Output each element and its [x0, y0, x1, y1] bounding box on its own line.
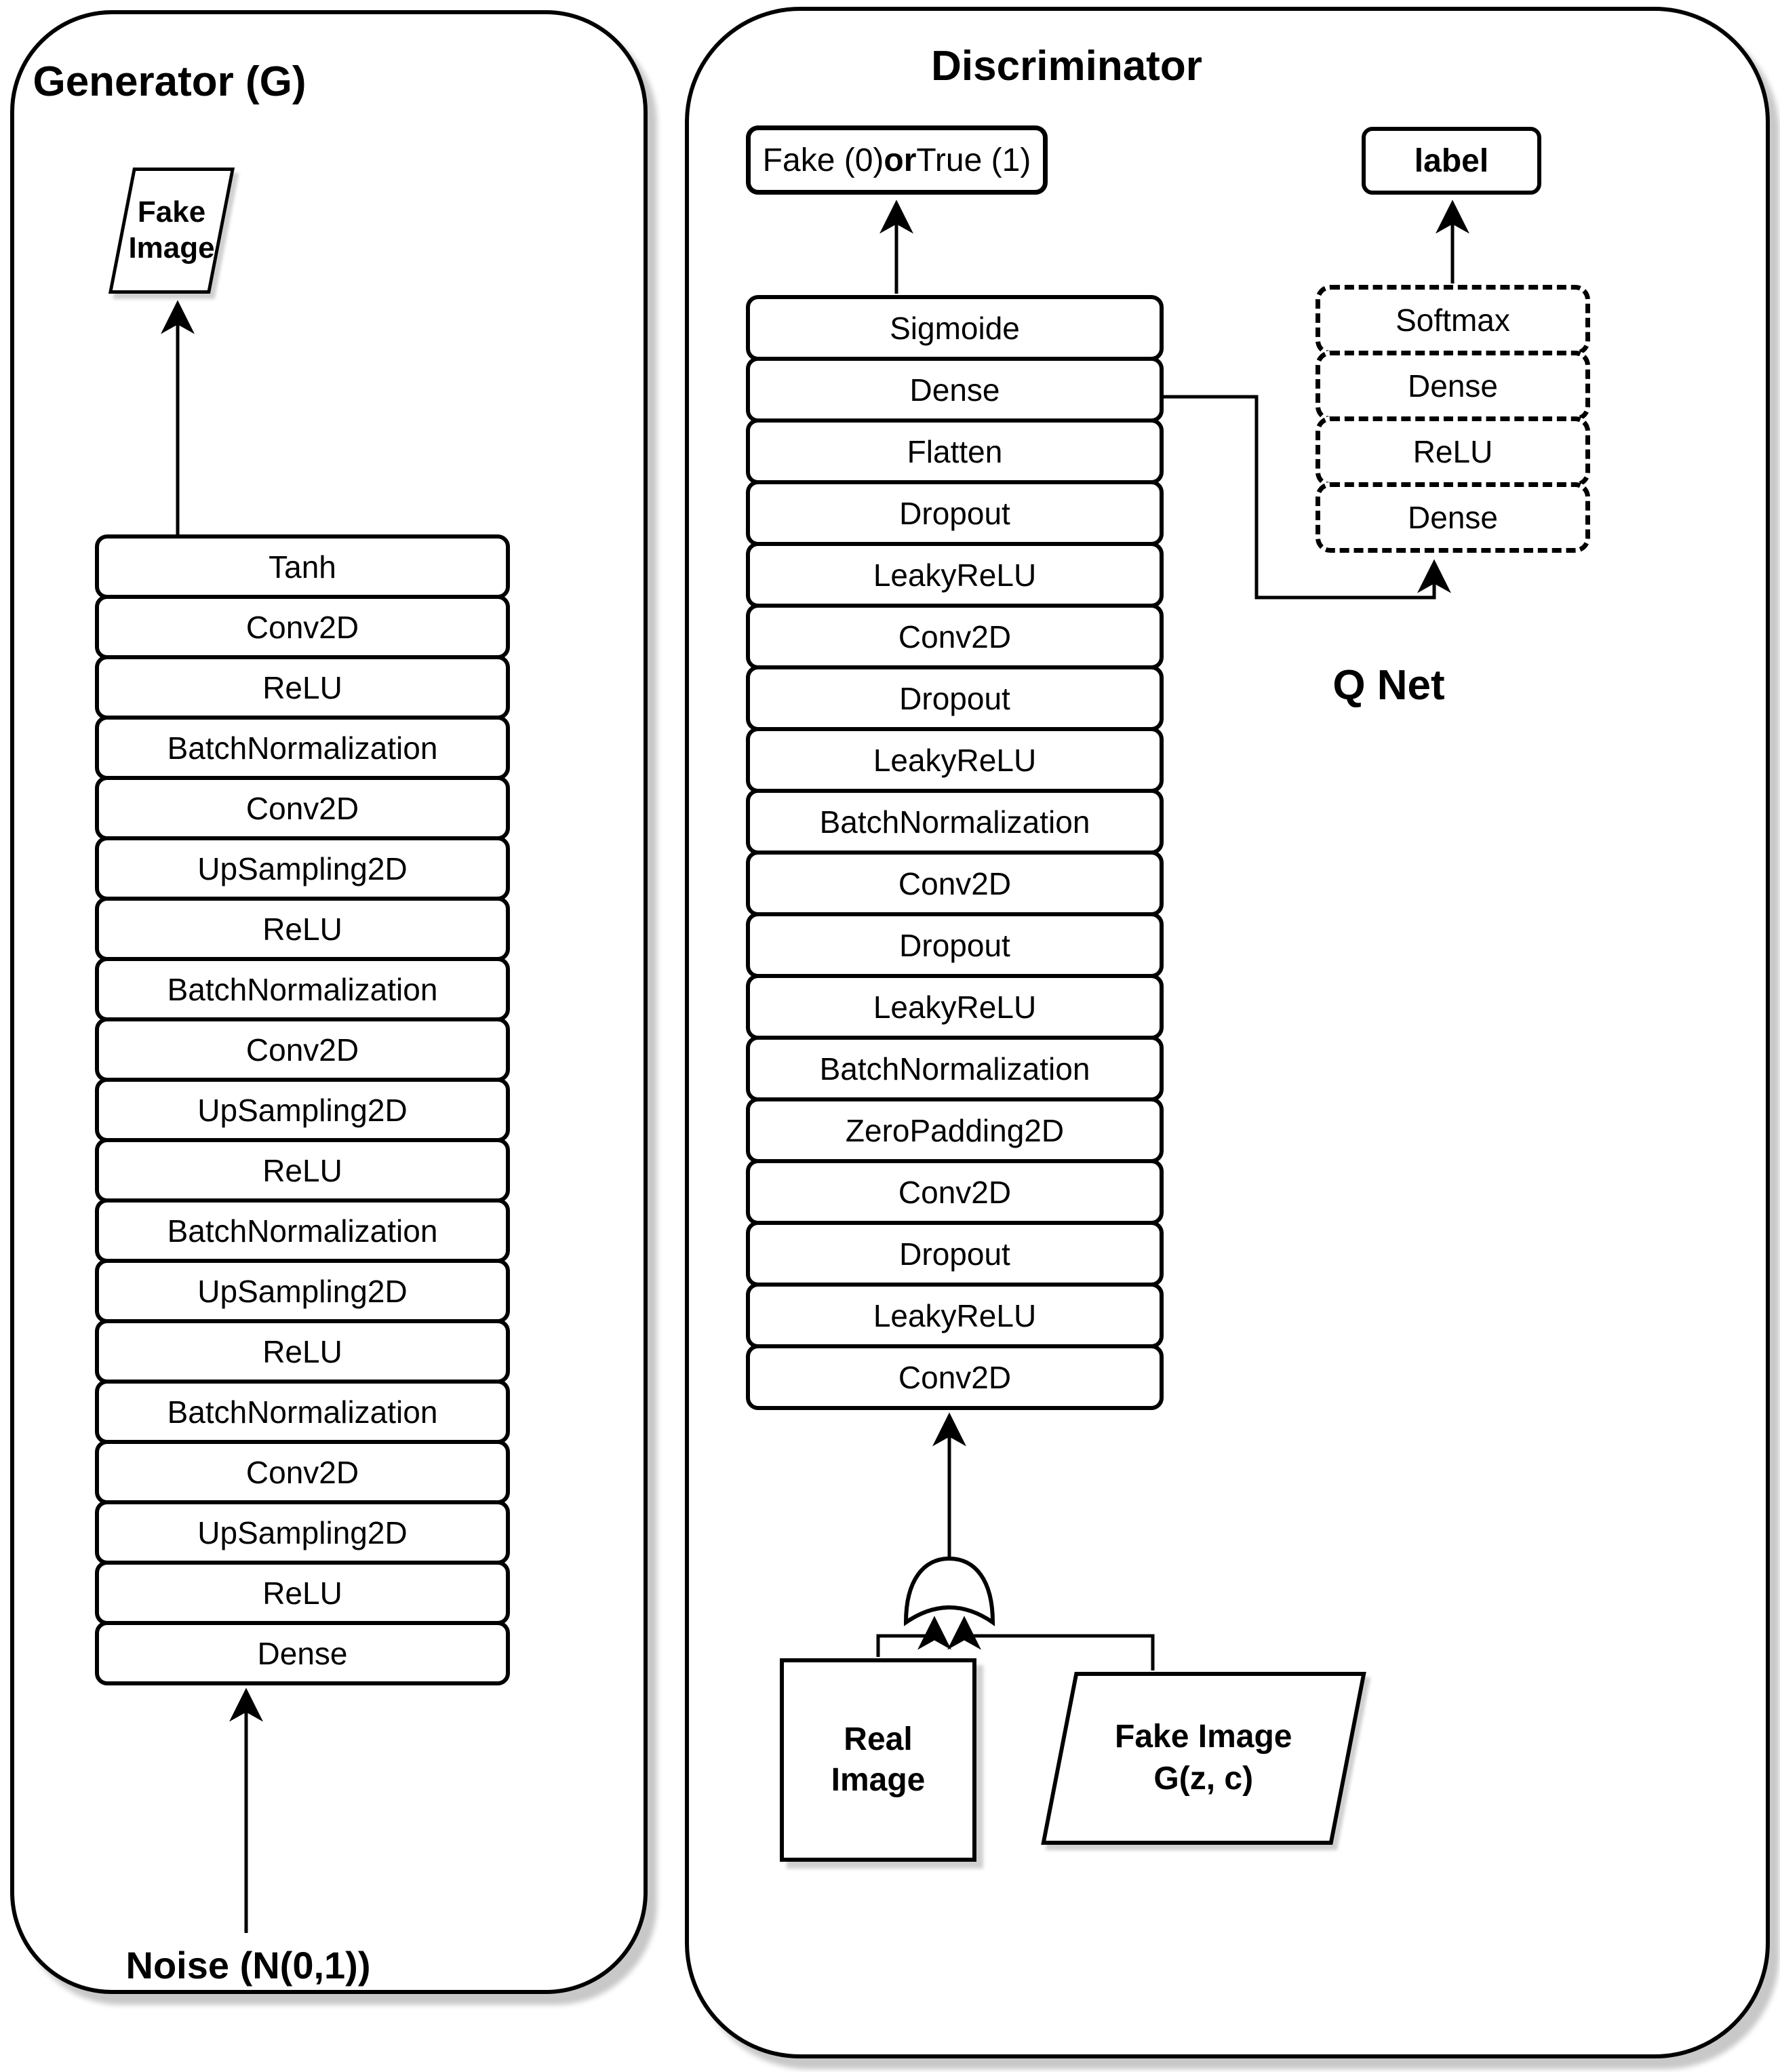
generator-layer-box: ReLU	[95, 1319, 510, 1384]
discriminator-layer-box: Conv2D	[746, 1159, 1164, 1225]
generator-layer-box: ReLU	[95, 1561, 510, 1625]
qnet-layer-box: Softmax	[1316, 285, 1590, 355]
generator-layer-stack: Tanh Conv2D ReLU BatchNormalization Conv…	[95, 534, 510, 1685]
generator-layer-box: UpSampling2D	[95, 1259, 510, 1323]
fake-image-label-line1: Fake Image	[1115, 1719, 1292, 1755]
discriminator-layer-box: Conv2D	[746, 604, 1164, 669]
fake-image-label-line2: G(z, c)	[1153, 1761, 1254, 1797]
real-image-input-box: Real Image	[780, 1658, 976, 1862]
qnet-layer-box: Dense	[1316, 351, 1590, 421]
generator-layer-box: Dense	[95, 1621, 510, 1685]
discriminator-layer-box: Dropout	[746, 480, 1164, 546]
discriminator-layer-box: Conv2D	[746, 851, 1164, 916]
generator-fake-image-label: Fake Image	[128, 195, 215, 265]
generator-layer-box: Conv2D	[95, 1017, 510, 1082]
discriminator-layer-box: LeakyReLU	[746, 542, 1164, 608]
generator-layer-box: Tanh	[95, 534, 510, 599]
generator-layer-box: UpSampling2D	[95, 1500, 510, 1565]
generator-title: Generator (G)	[33, 58, 306, 105]
fake-image-input-label: Fake Image G(z, c)	[1115, 1716, 1292, 1801]
discriminator-output-box: Fake (0) or True (1)	[746, 125, 1048, 195]
qnet-layer-box: Dense	[1316, 482, 1590, 553]
generator-layer-box: ReLU	[95, 655, 510, 720]
generator-layer-box: Conv2D	[95, 1440, 510, 1504]
qnet-layer-box: ReLU	[1316, 416, 1590, 487]
discriminator-title: Discriminator	[931, 43, 1202, 90]
discriminator-layer-box: BatchNormalization	[746, 789, 1164, 855]
discriminator-layer-box: ZeroPadding2D	[746, 1097, 1164, 1163]
generator-layer-box: BatchNormalization	[95, 1380, 510, 1444]
discriminator-layer-box: LeakyReLU	[746, 1283, 1164, 1348]
qnet-title: Q Net	[1332, 662, 1445, 709]
discriminator-layer-stack: Sigmoide Dense Flatten Dropout LeakyReLU…	[746, 295, 1164, 1410]
noise-input-label: Noise (N(0,1))	[125, 1944, 371, 1987]
generator-layer-box: Conv2D	[95, 776, 510, 840]
generator-layer-box: ReLU	[95, 1138, 510, 1203]
generator-layer-box: BatchNormalization	[95, 957, 510, 1021]
discriminator-layer-box: LeakyReLU	[746, 727, 1164, 793]
generator-layer-box: Conv2D	[95, 595, 510, 659]
qnet-layer-stack: Softmax Dense ReLU Dense	[1316, 285, 1590, 553]
output-text-prefix: Fake (0)	[762, 142, 884, 178]
fake-image-input-shape: Fake Image G(z, c)	[1041, 1672, 1366, 1845]
discriminator-layer-box: Conv2D	[746, 1344, 1164, 1410]
generator-layer-box: BatchNormalization	[95, 1198, 510, 1263]
generator-layer-box: BatchNormalization	[95, 716, 510, 780]
discriminator-layer-box: Flatten	[746, 418, 1164, 484]
discriminator-layer-box: LeakyReLU	[746, 974, 1164, 1040]
generator-layer-box: ReLU	[95, 897, 510, 961]
discriminator-layer-box: Dropout	[746, 665, 1164, 731]
output-text-suffix: True (1)	[916, 142, 1031, 178]
generator-layer-box: UpSampling2D	[95, 1078, 510, 1142]
output-text-or: or	[884, 142, 917, 178]
discriminator-layer-box: Dropout	[746, 912, 1164, 978]
real-image-label: Real Image	[831, 1721, 926, 1798]
discriminator-layer-box: Sigmoide	[746, 295, 1164, 361]
qnet-output-label-box: label	[1362, 127, 1541, 195]
discriminator-layer-box: Dropout	[746, 1221, 1164, 1287]
discriminator-layer-box: Dense	[746, 357, 1164, 423]
discriminator-layer-box: BatchNormalization	[746, 1036, 1164, 1101]
generator-layer-box: UpSampling2D	[95, 836, 510, 901]
